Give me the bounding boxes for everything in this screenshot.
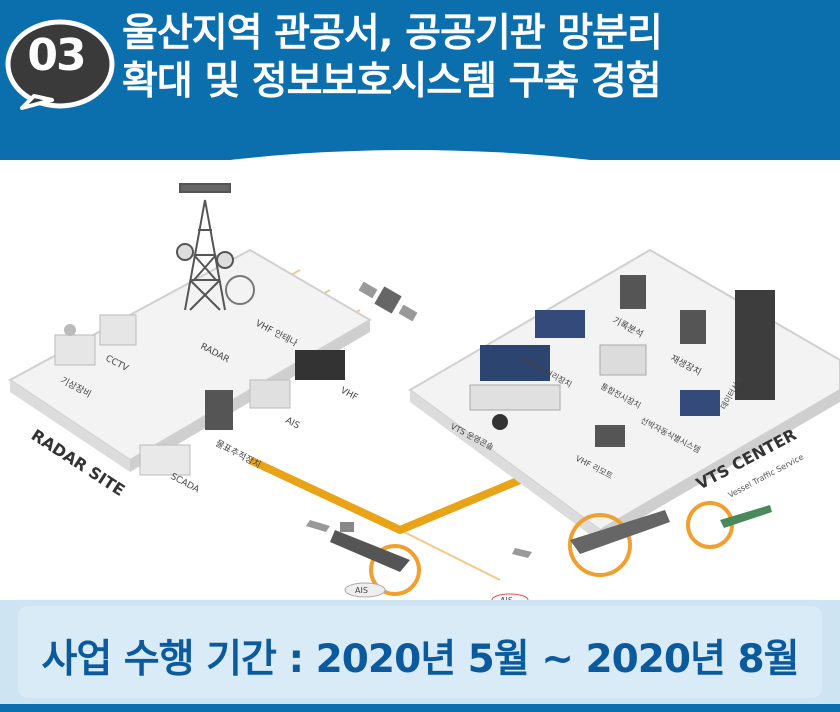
vts-devices (469, 275, 775, 447)
header-curve (0, 150, 840, 160)
title-line-2: 확대 및 정보보호시스템 구축 경험 (122, 59, 662, 104)
footer-box (18, 606, 822, 698)
ship-ring-2 (568, 513, 632, 577)
ship-icon-1 (330, 522, 410, 572)
radar-item-vhf: VHF (339, 386, 360, 403)
project-period: 사업 수행 기간 : 2020년 5월 ~ 2020년 8월 (41, 637, 799, 682)
page-title: 울산지역 관공서, 공공기관 망분리 확대 및 정보보호시스템 구축 경험 (122, 10, 663, 106)
speech-bubble-icon (5, 19, 115, 110)
badge-number: 03 (27, 30, 86, 81)
radar-item-tracker: 물표추적장치 (214, 437, 264, 471)
small-boat-icons (306, 520, 532, 558)
ais-label-1: AIS (355, 586, 368, 595)
backbone-link (248, 456, 522, 534)
ship-icon-3 (720, 505, 772, 528)
header-banner (0, 0, 840, 160)
vts-center-platform (408, 248, 840, 542)
satellite-icon (358, 281, 418, 322)
ship-ring-1 (369, 544, 421, 596)
title-line-1: 울산지역 관공서, 공공기관 망분리 (122, 11, 663, 56)
ship-icon-2 (570, 510, 670, 554)
vts-system-diagram: 기상장비 CCTV RADAR VHF 안테나 VHF AIS 물표추적장치 S… (8, 183, 840, 607)
radar-devices (54, 275, 345, 476)
ais-tag-1 (344, 582, 386, 598)
radar-item-ais: AIS (284, 416, 302, 432)
radar-tower-icon (176, 183, 234, 311)
footer-rule (0, 704, 840, 712)
